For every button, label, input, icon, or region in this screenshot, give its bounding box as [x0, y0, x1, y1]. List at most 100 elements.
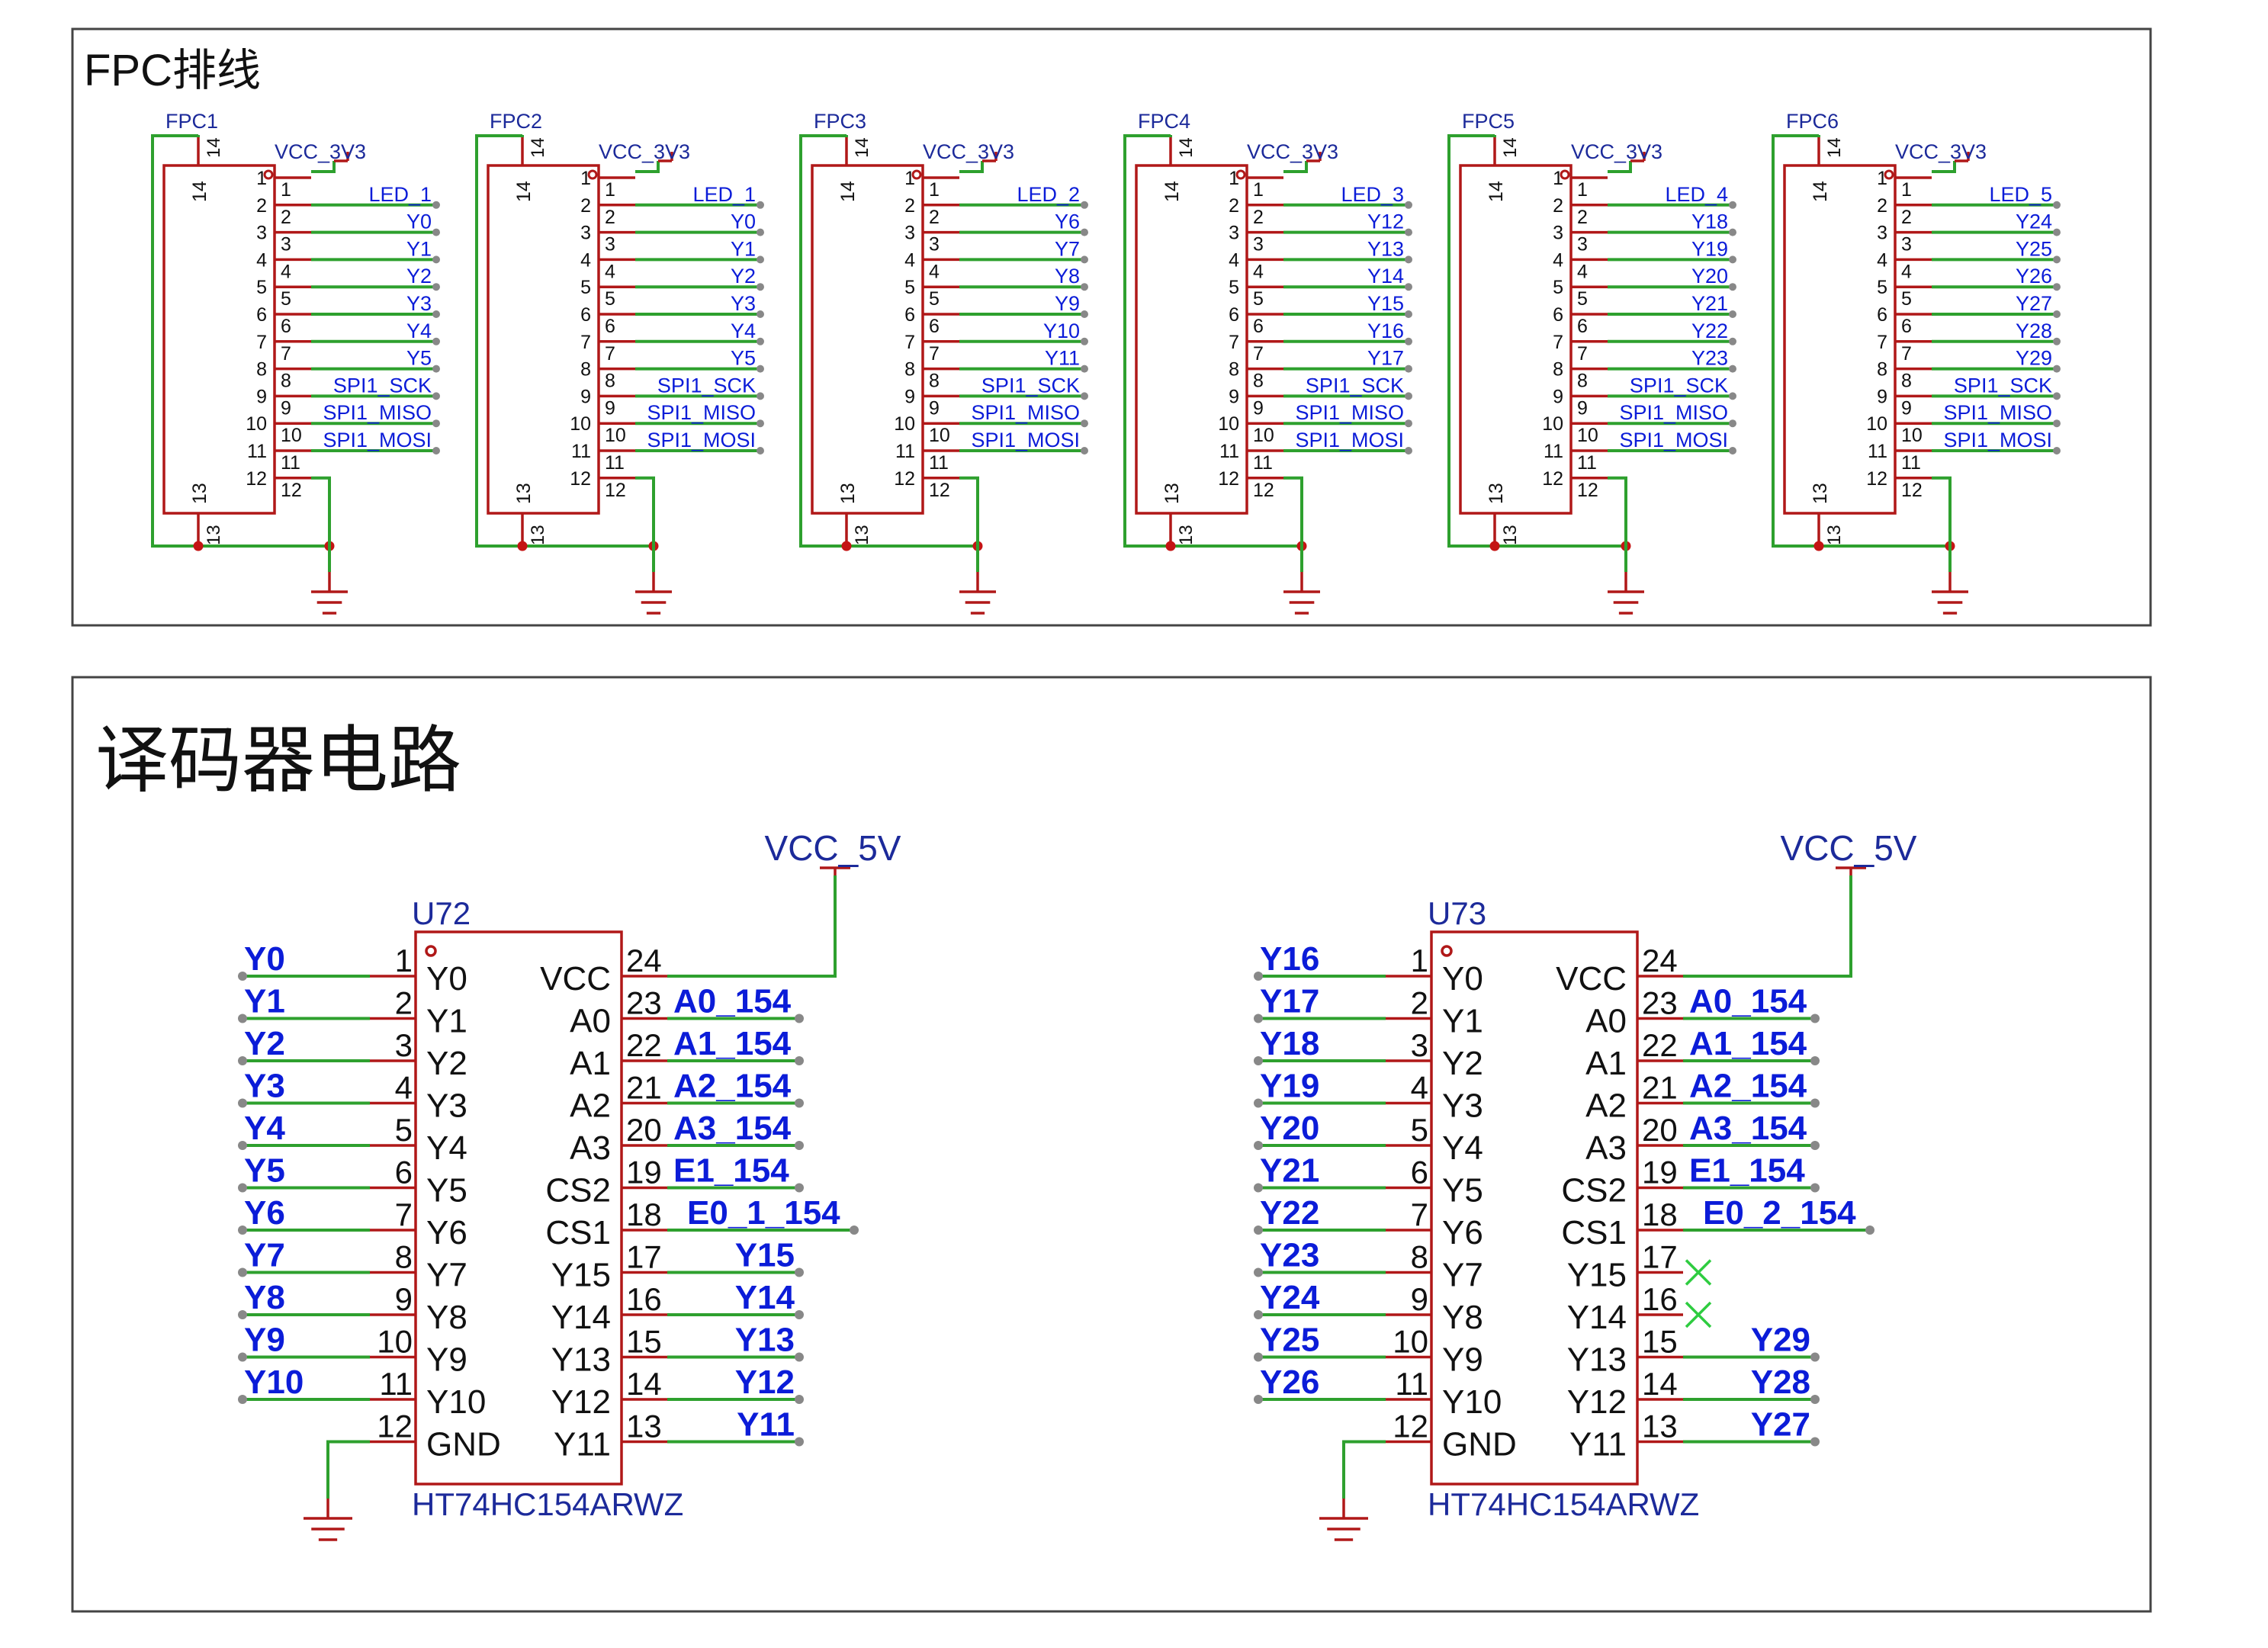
fpc-connector: FPC2141314131122334455667788991010111112…	[475, 110, 764, 615]
net-terminal	[1254, 972, 1263, 981]
pin-number-outer: 1	[605, 179, 615, 201]
net-label: Y2	[731, 265, 756, 288]
fpc-connector: FPC1141314131122334455667788991010111112…	[151, 110, 440, 615]
pin-number-inner: 1	[1877, 168, 1887, 189]
pin-number-outer: 7	[281, 343, 291, 365]
net-terminal	[238, 1352, 247, 1362]
net-label: Y15	[735, 1237, 795, 1274]
pin-number-inner: 9	[1229, 386, 1239, 407]
right-pin-name: Y15	[551, 1257, 611, 1294]
pin-number-outer: 7	[1901, 343, 1912, 365]
fpc-body	[1459, 164, 1573, 515]
net-terminal	[1081, 337, 1088, 345]
pin-number-inner: 8	[904, 359, 915, 381]
right-pin-name: CS1	[1561, 1214, 1627, 1251]
left-pin-number: 6	[1411, 1155, 1428, 1190]
net-terminal	[238, 972, 247, 981]
vcc-wire	[635, 161, 660, 173]
right-pin-number: 23	[626, 985, 662, 1021]
pin-number-outer: 5	[1577, 288, 1588, 310]
left-pin-name: Y1	[1442, 1003, 1483, 1040]
ground-symbol	[1319, 1499, 1368, 1541]
net-terminal	[795, 1352, 804, 1362]
right-pin-number: 19	[1642, 1155, 1678, 1190]
ground-symbol	[304, 1499, 352, 1541]
right-pin-number: 22	[626, 1027, 662, 1063]
pin-number-inner: 5	[256, 277, 267, 298]
pin-number-outer: 3	[1253, 234, 1264, 255]
pin-13-outer: 13	[1500, 525, 1521, 545]
net-terminal	[432, 392, 440, 400]
net-label: SPI1_SCK	[981, 374, 1080, 397]
net-terminal	[238, 1056, 247, 1065]
fpc-ref: FPC4	[1138, 110, 1190, 133]
net-label: Y20	[1260, 1110, 1319, 1147]
fpc-ref: FPC3	[814, 110, 866, 133]
net-terminal	[1810, 1014, 1820, 1023]
left-pin-number: 7	[395, 1197, 413, 1232]
left-pin-number: 2	[1411, 985, 1428, 1021]
fpc-connector: FPC4141314131122334455667788991010111112…	[1123, 110, 1412, 615]
vcc-wire	[311, 161, 336, 173]
net-label: Y11	[1045, 347, 1080, 370]
net-terminal	[238, 1014, 247, 1023]
left-pin-number: 8	[1411, 1239, 1428, 1275]
right-pin-number: 16	[1642, 1281, 1678, 1317]
left-pin-name: Y7	[1442, 1257, 1483, 1294]
right-pin-number: 20	[626, 1112, 662, 1148]
pin-number-inner: 1	[256, 168, 267, 189]
net-terminal	[2053, 283, 2061, 291]
vcc-3v3-label: VCC_3V3	[275, 140, 366, 163]
left-pin-number: 2	[395, 985, 413, 1021]
fpc-connectors: FPC1141314131122334455667788991010111112…	[151, 110, 2061, 615]
net-terminal	[1729, 419, 1736, 428]
pin-number-outer: 4	[1253, 261, 1264, 282]
net-label: Y8	[244, 1279, 285, 1316]
pin-number-inner: 2	[256, 195, 267, 217]
pin-number-inner: 3	[904, 223, 915, 244]
net-terminal	[2053, 365, 2061, 373]
net-label: Y7	[1055, 237, 1080, 260]
right-pin-number: 14	[626, 1366, 662, 1402]
pin-number-inner: 6	[1229, 304, 1239, 326]
net-terminal	[2053, 419, 2061, 428]
pin-number-outer: 8	[1253, 371, 1264, 392]
pin-number-outer: 2	[1253, 207, 1264, 228]
net-terminal	[1254, 1014, 1263, 1023]
net-label: SPI1_MISO	[1295, 401, 1404, 424]
net-terminal	[1081, 310, 1088, 318]
pin-number-inner: 2	[1553, 195, 1563, 217]
pin-number-inner: 3	[580, 223, 591, 244]
fpc-section-frame	[71, 27, 2152, 627]
right-pin-number: 18	[626, 1197, 662, 1232]
net-terminal	[795, 1183, 804, 1193]
right-pin-name: CS2	[1561, 1172, 1627, 1209]
pin-number-inner: 12	[1218, 468, 1239, 490]
net-label: Y9	[244, 1322, 285, 1359]
left-pin-name: Y3	[426, 1087, 467, 1125]
net-label: Y14	[1367, 265, 1404, 288]
net-label: Y13	[735, 1322, 795, 1359]
pin-number-outer: 10	[1577, 425, 1598, 446]
pin-14-inner: 14	[837, 181, 859, 202]
net-terminal	[850, 1226, 859, 1235]
net-label: Y9	[1055, 292, 1080, 315]
net-label: A2_154	[1689, 1068, 1807, 1105]
left-pin-name: Y10	[1442, 1383, 1502, 1421]
right-pin-name: Y14	[1567, 1299, 1627, 1336]
left-pin-name: Y7	[426, 1257, 467, 1294]
net-terminal	[238, 1141, 247, 1150]
pin-number-inner: 2	[1229, 195, 1239, 217]
right-pin-name: Y14	[551, 1299, 611, 1336]
net-label: Y21	[1260, 1152, 1319, 1190]
net-terminal	[1405, 310, 1412, 318]
net-label: Y24	[1260, 1279, 1320, 1316]
ground-symbol	[311, 572, 348, 615]
net-terminal	[795, 1098, 804, 1108]
pin-number-outer: 8	[1577, 371, 1588, 392]
net-label: Y6	[1055, 210, 1080, 233]
net-label: Y0	[406, 210, 432, 233]
left-pin-number: 9	[1411, 1281, 1428, 1317]
